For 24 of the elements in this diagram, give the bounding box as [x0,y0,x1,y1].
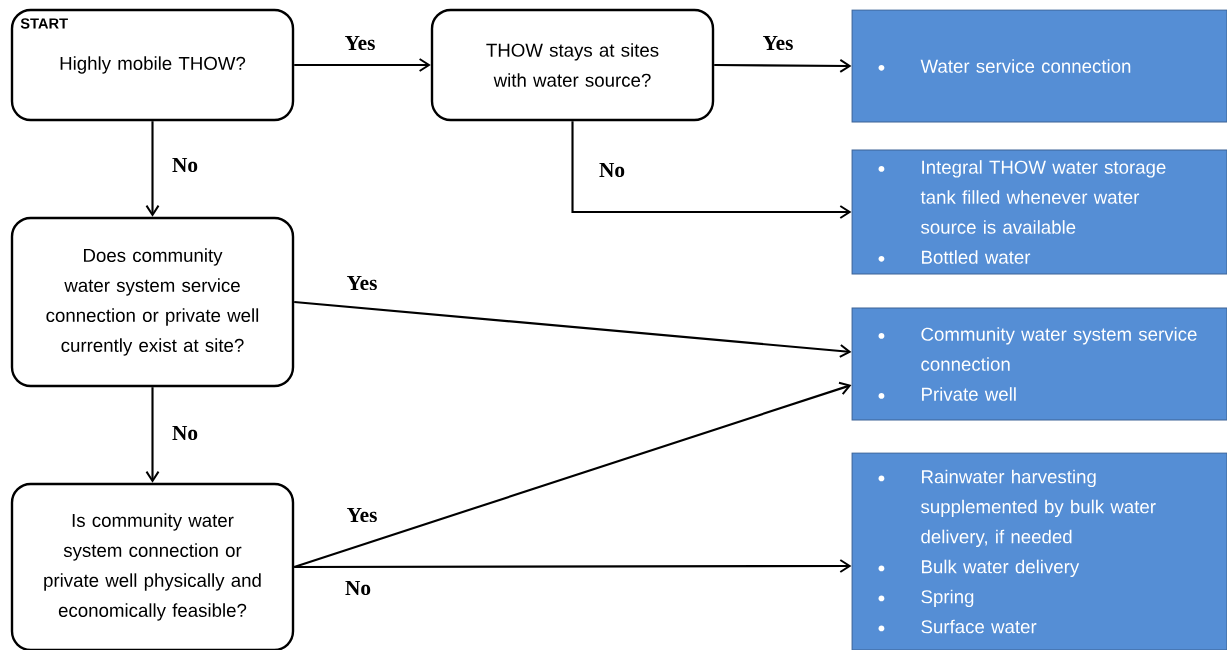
decision-box: Is community water system connection or private well physically and economically feasible? [10,482,295,650]
arrow [294,300,852,358]
arrow [145,121,160,217]
arrow [294,559,852,574]
edge-label: Yes [761,34,795,52]
edge-label: No [170,424,200,442]
edge-label: Yes [343,34,377,52]
arrow [145,387,160,483]
edge-label: No [343,579,373,597]
edge-label: No [170,156,200,174]
answer-box: Community water system service connection Private well [851,307,1227,421]
arrow [714,58,852,73]
arrow [294,58,431,72]
arrow [293,381,852,569]
arrow [571,121,852,219]
edge-label: Yes [345,506,379,524]
answer-box: Rainwater harvesting supplemented by bulk water delivery, if needed Bulk water delivery Spring Surface water [851,452,1227,650]
answer-box: Integral THOW water storage tank filled whenever water source is available Bottled water [851,149,1227,275]
decision-box: Does community water system service connection or private well currently exist at site? [10,216,295,388]
decision-box: START Highly mobile THOW? [10,8,295,122]
answer-box: Water service connection [851,9,1227,123]
edge-label: Yes [345,274,379,292]
edge-label: No [597,161,627,179]
decision-box: THOW stays at sites with water source? [430,8,715,122]
